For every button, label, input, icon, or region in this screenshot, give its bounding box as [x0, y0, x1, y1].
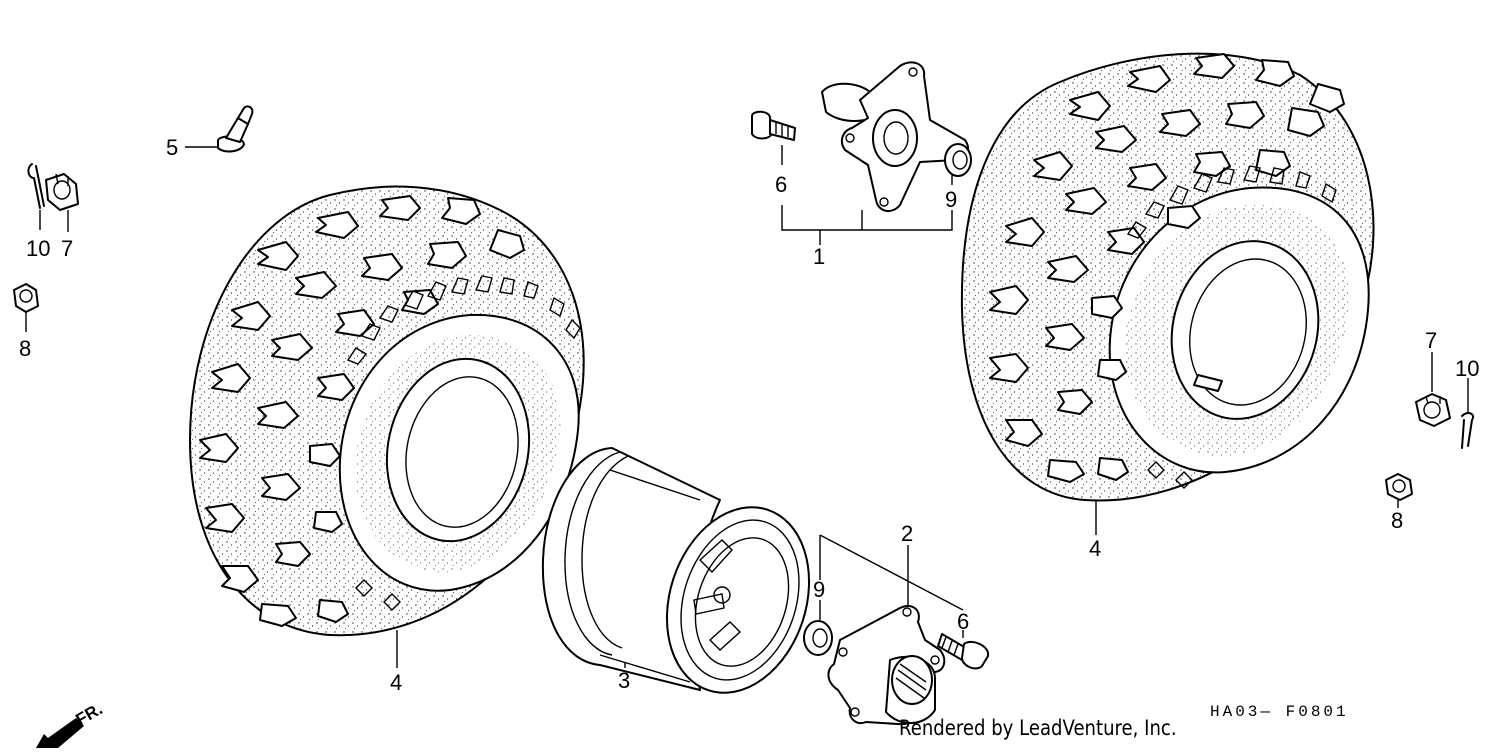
tread-blocks-left: [199, 195, 525, 627]
callout-valve: 5: [166, 135, 178, 160]
callout-bolt-top: 6: [775, 172, 787, 197]
leader-lines: [25, 145, 1469, 668]
tire-left: [189, 185, 585, 637]
render-credit: Rendered by LeadVenture, Inc.: [899, 716, 1177, 740]
cotter-pin-left: [27, 163, 45, 209]
callout-hub-assy-front: 2: [901, 521, 913, 546]
tire-right: [960, 52, 1375, 502]
drawing-code: HA03— F0801: [1210, 703, 1349, 721]
callout-hub-assy-rear: 1: [813, 244, 825, 269]
callout-tire-right: 4: [1089, 536, 1101, 561]
oil-seal-top: [944, 143, 972, 177]
tread-blocks-right: [989, 53, 1345, 483]
hub-front: [827, 604, 946, 726]
flange-nut-right: [1385, 473, 1413, 501]
callout-nut-castle-right: 7: [1425, 328, 1437, 353]
callout-bolt-bottom: 6: [957, 609, 969, 634]
cotter-pin-right: [1461, 412, 1474, 449]
castle-nut-right: [1415, 393, 1451, 427]
callout-nut-flange-left: 8: [19, 336, 31, 361]
callout-labels: 1 2 3 4 4 5 6 6 7 7 8 8 9 9 10 10: [19, 135, 1479, 695]
hub-bolt-bottom: [937, 633, 990, 670]
callout-rim: 3: [618, 668, 630, 693]
callout-oil-seal-top: 9: [945, 187, 957, 212]
oil-seal-bottom: [803, 620, 833, 656]
callout-oil-seal-bottom: 9: [813, 577, 825, 602]
callout-cotter-pin-left: 10: [26, 236, 50, 261]
front-direction-indicator: FR.: [0, 690, 140, 749]
rim: [541, 447, 811, 694]
callout-nut-flange-right: 8: [1391, 508, 1403, 533]
valve: [217, 105, 254, 153]
arrow-down-left-icon: [36, 718, 84, 748]
callout-tire-left: 4: [390, 670, 402, 695]
castle-nut-left: [45, 173, 79, 211]
callout-cotter-pin-right: 10: [1455, 356, 1479, 381]
flange-nut-left: [13, 283, 39, 313]
callout-nut-castle-left: 7: [61, 236, 73, 261]
hub-bolt-top: [751, 110, 796, 141]
hub-rear: [821, 61, 969, 212]
